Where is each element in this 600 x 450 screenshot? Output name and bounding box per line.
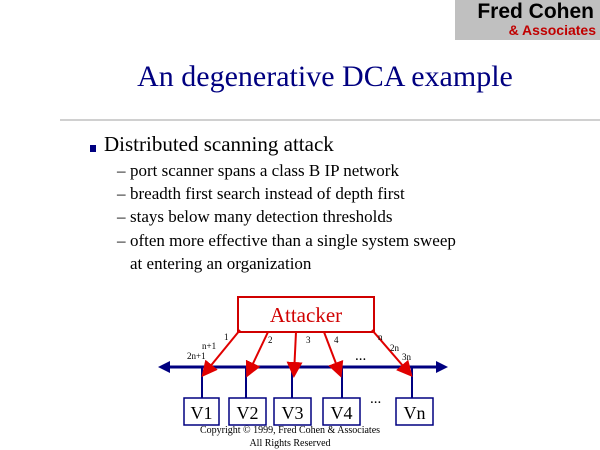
subbullet-2: breadth first search instead of depth fi… bbox=[130, 184, 405, 203]
victim-box-v2 bbox=[228, 397, 267, 426]
attack-arrow-n bbox=[371, 329, 413, 378]
ellipsis-top: ... bbox=[355, 348, 366, 364]
dash-bullet-icon: – bbox=[117, 231, 126, 250]
attacker-label: Attacker bbox=[270, 303, 342, 327]
ellipsis-bottom: ... bbox=[370, 391, 381, 407]
arrow-label: 2 bbox=[268, 335, 273, 345]
main-bullet: Distributed scanning attack bbox=[104, 132, 334, 156]
square-bullet-icon bbox=[90, 145, 96, 152]
victim-box-v1 bbox=[183, 397, 220, 426]
victim-label: V3 bbox=[282, 403, 304, 423]
subbullet-3: stays below many detection thresholds bbox=[130, 207, 393, 226]
rights-text: All Rights Reserved bbox=[249, 438, 331, 449]
attacker-box bbox=[237, 296, 375, 333]
subbullet-4: often more effective than a single syste… bbox=[130, 231, 456, 250]
victim-label: V4 bbox=[331, 403, 353, 423]
arrow-label: 2n bbox=[390, 343, 400, 353]
arrow-label: 1 bbox=[224, 332, 229, 342]
arrow-label: 2n+1 bbox=[187, 351, 206, 361]
victim-box-v3 bbox=[273, 397, 312, 426]
subbullet-4-continued: at entering an organization bbox=[130, 254, 312, 273]
arrow-label: n+1 bbox=[202, 341, 216, 351]
subbullet-1: port scanner spans a class B IP network bbox=[130, 161, 399, 180]
network-right-arrow-icon bbox=[436, 361, 448, 373]
attack-arrow-4 bbox=[323, 331, 344, 378]
dash-bullet-icon: – bbox=[117, 207, 126, 226]
dash-bullet-icon: – bbox=[117, 184, 126, 203]
arrow-label: 3n bbox=[402, 352, 412, 362]
company-logo: Fred Cohen & Associates bbox=[455, 0, 600, 40]
victim-label: V2 bbox=[237, 403, 259, 423]
logo-subtitle: & Associates bbox=[508, 22, 596, 38]
logo-name: Fred Cohen bbox=[477, 0, 594, 23]
attack-arrow-3 bbox=[286, 331, 303, 378]
title-divider bbox=[60, 119, 600, 121]
copyright-text: Copyright © 1999, Fred Cohen & Associate… bbox=[199, 425, 381, 436]
attack-arrow-2 bbox=[245, 331, 269, 378]
attack-arrow-1 bbox=[201, 329, 241, 378]
dash-bullet-icon: – bbox=[117, 161, 126, 180]
victim-label: Vn bbox=[404, 403, 426, 423]
network-left-arrow-icon bbox=[158, 361, 170, 373]
victim-box-vn bbox=[395, 397, 434, 426]
arrow-label: 4 bbox=[334, 335, 339, 345]
arrow-label: 3 bbox=[306, 335, 311, 345]
arrow-label: n bbox=[378, 332, 383, 342]
victim-box-v4 bbox=[322, 397, 361, 426]
victim-label: V1 bbox=[191, 403, 213, 423]
slide-title: An degenerative DCA example bbox=[137, 60, 513, 93]
